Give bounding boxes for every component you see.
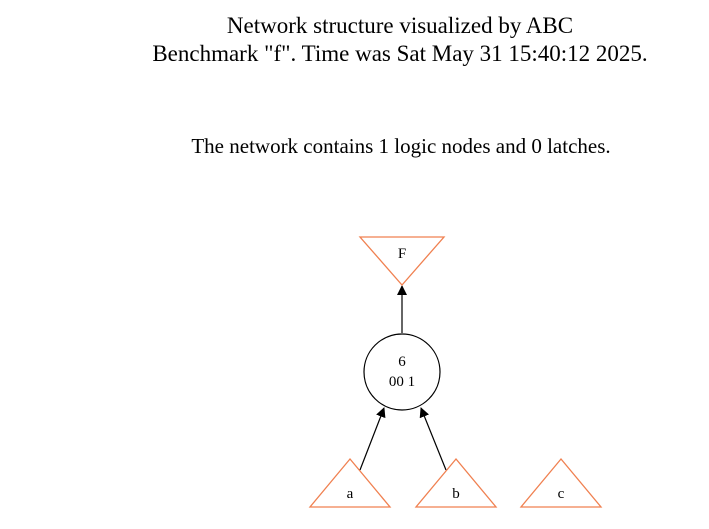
- title-line-2: Benchmark "f". Time was Sat May 31 15:40…: [152, 41, 648, 66]
- logic-node-6: 6 00 1: [363, 333, 441, 411]
- title-line-1: Network structure visualized by ABC: [226, 13, 574, 38]
- input-node-c-label: c: [558, 486, 565, 502]
- input-node-a-label: a: [347, 486, 354, 502]
- input-node-c: c: [519, 457, 603, 508]
- logic-node-6-function: 00 1: [389, 374, 415, 390]
- output-node-F: F: [358, 236, 446, 286]
- edge-a-to-6: [359, 407, 386, 471]
- output-node-F-label: F: [398, 246, 406, 262]
- title-block: Network structure visualized by ABC Benc…: [0, 12, 709, 68]
- input-node-a: a: [308, 457, 392, 508]
- logic-node-6-id: 6: [398, 354, 406, 370]
- input-node-b: b: [414, 457, 498, 508]
- edge-b-to-6: [419, 407, 447, 471]
- network-summary: The network contains 1 logic nodes and 0…: [191, 134, 611, 158]
- input-node-b-label: b: [452, 486, 460, 502]
